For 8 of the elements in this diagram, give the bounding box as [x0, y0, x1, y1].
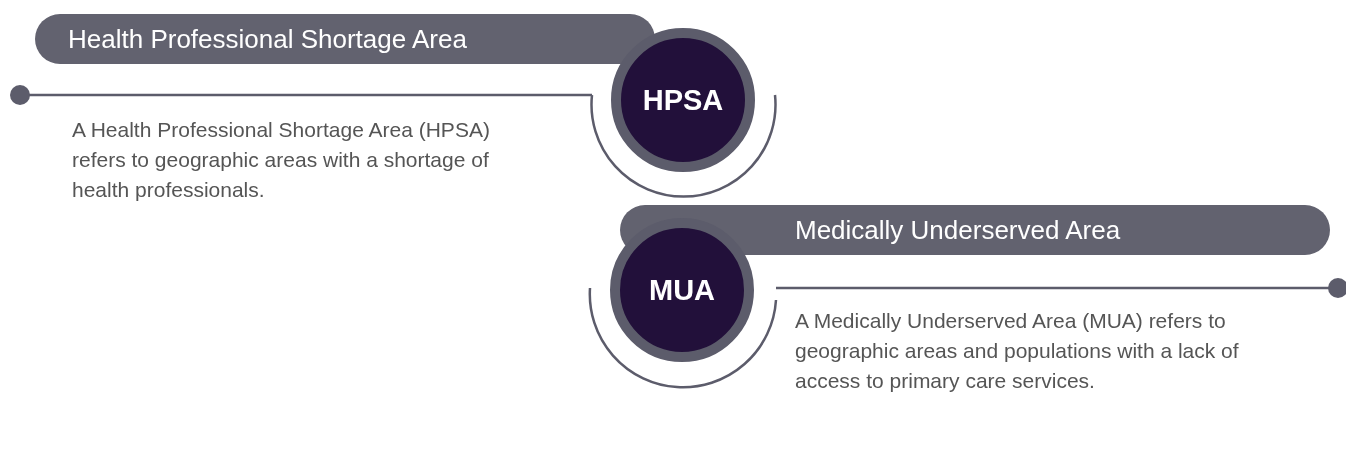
acronym-label: MUA [648, 273, 715, 307]
banner-title: Medically Underserved Area [795, 214, 1121, 246]
description-text: A Health Professional Shortage Area (HPSA) refers to geographic areas with a shortage of health professionals. [72, 117, 491, 203]
acronym-label: HPSA [642, 83, 724, 117]
title-banner [620, 205, 1330, 255]
description-text: A Medically Underserved Area (MUA) refers to geographic areas and populations with a lack of access to primary care services. [795, 308, 1240, 394]
title-banner [35, 14, 655, 64]
banner-title: Health Professional Shortage Area [68, 23, 467, 55]
